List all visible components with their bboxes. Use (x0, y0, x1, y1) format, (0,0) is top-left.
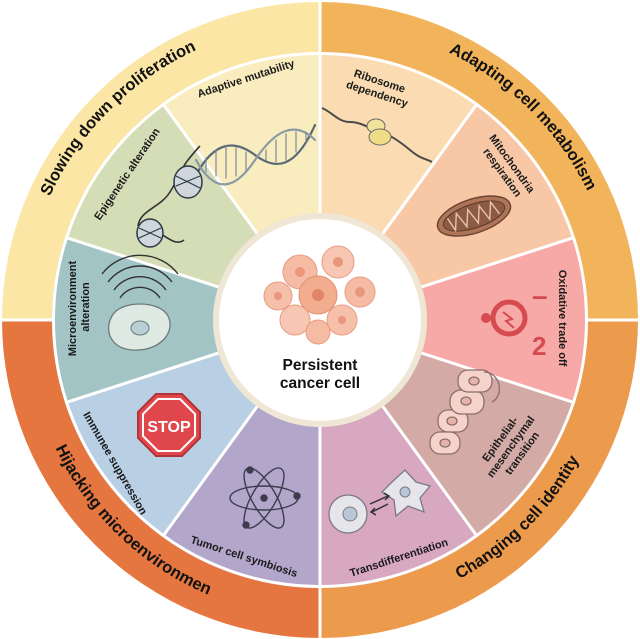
center-title-line-1: Persistent (283, 357, 358, 374)
segment-divider (377, 102, 479, 240)
chromatin-nucleosome-icon (136, 145, 203, 248)
oxygen-charge: – (532, 280, 548, 311)
quadrant-adapting-metabolism (320, 2, 638, 320)
quadrant-changing-identity (320, 320, 638, 638)
cancer-cell-cluster-icon (263, 245, 376, 345)
ribosome-icon (321, 107, 433, 163)
transdifferentiation-icon (328, 469, 432, 534)
segment-divider (161, 102, 263, 240)
signaling-cell-icon (101, 254, 179, 351)
stop-sign-icon: STOP (137, 393, 201, 457)
segment-divider (64, 349, 226, 405)
segment-divider (414, 235, 576, 291)
segment-oxidative-trade-off (415, 237, 588, 403)
dna-helix-icon (194, 123, 317, 186)
segment-divider (64, 235, 226, 291)
segment-adaptive-mutability (162, 52, 320, 240)
segment-ribosome-dependency (320, 52, 478, 240)
segment-label-microenvironment-alteration: Microenvironment alteration (67, 258, 92, 356)
quadrant-slowing-proliferation (2, 2, 320, 320)
oxygen-subscript: 2 (532, 331, 546, 361)
segment-divider (377, 400, 479, 538)
atom-symbiosis-icon (229, 466, 301, 529)
epithelial-cells-icon (429, 369, 501, 455)
segment-divider (161, 400, 263, 538)
mitochondria-icon (436, 195, 512, 237)
oxygen-radical-icon: 2 – (481, 280, 548, 361)
segment-label-oxidative-trade-off: Oxidative trade off (556, 270, 568, 367)
center-title-line-2: cancer cell (280, 375, 360, 392)
quadrant-hijacking-microenvironment (2, 320, 320, 638)
segment-tumor-cell-symbiosis (162, 400, 320, 588)
stop-sign-text: STOP (147, 419, 191, 436)
